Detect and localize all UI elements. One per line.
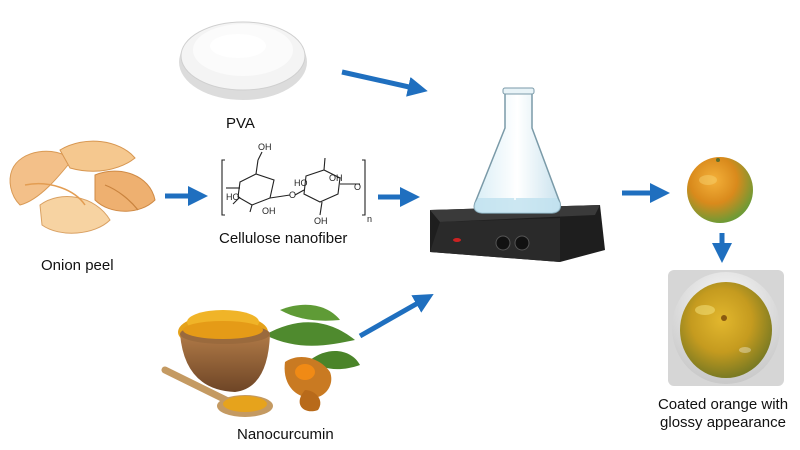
structure-ho-left: HO — [226, 192, 240, 202]
hotplate-stirrer-image — [430, 205, 605, 262]
structure-o-right: O — [354, 182, 361, 192]
structure-oh-top-right: OH — [329, 173, 343, 183]
label-cellulose-nanofiber: Cellulose nanofiber — [219, 230, 348, 247]
label-pva: PVA — [226, 115, 255, 132]
structure-o-bridge: O — [289, 190, 296, 200]
structure-ho-right: HO — [294, 178, 308, 188]
coated-orange-image — [668, 270, 784, 386]
erlenmeyer-flask-image — [473, 87, 562, 214]
structure-n-subscript: n — [367, 214, 372, 224]
cellulose-structure — [221, 151, 366, 216]
arrow-pva-to-flask — [341, 69, 428, 97]
pva-powder-image — [179, 21, 307, 100]
label-coated-orange-line2: glossy appearance — [660, 414, 786, 431]
label-onion-peel: Onion peel — [41, 257, 114, 274]
label-coated-orange: Coated orange with glossy appearance — [648, 396, 798, 432]
arrow-nanocurcumin-to-flask — [358, 294, 434, 339]
label-coated-orange-line1: Coated orange with — [657, 396, 789, 413]
onion-peel-image — [9, 140, 156, 234]
structure-oh-top-left: OH — [258, 142, 272, 152]
structure-oh-mid: OH — [262, 206, 276, 216]
arrows — [165, 69, 732, 339]
structure-oh-bottom-right: OH — [314, 216, 328, 226]
nanocurcumin-image — [161, 304, 360, 417]
orange-image — [687, 157, 753, 223]
label-nanocurcumin: Nanocurcumin — [237, 426, 334, 443]
